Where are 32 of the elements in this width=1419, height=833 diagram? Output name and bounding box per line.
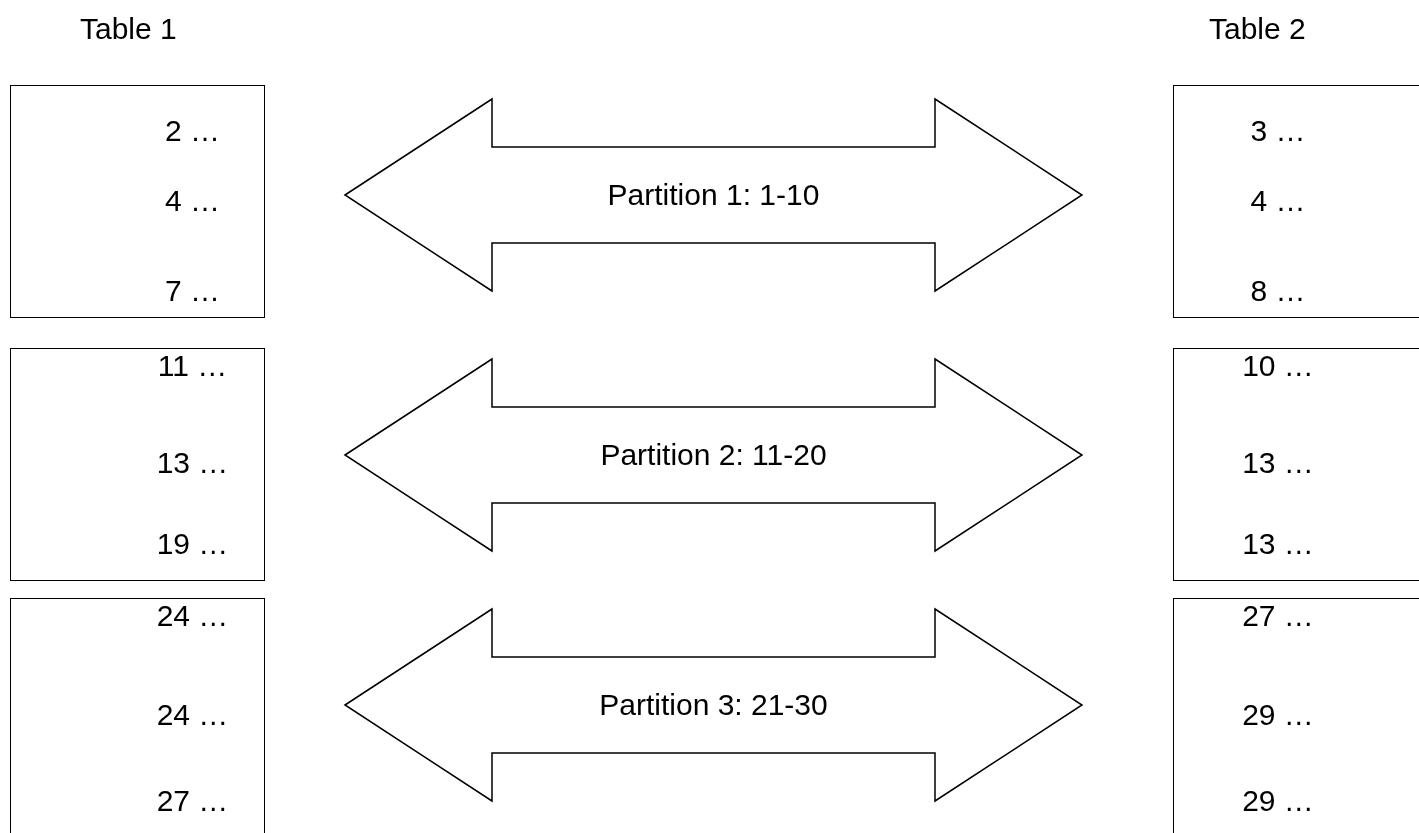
row-key: 11 … bbox=[157, 349, 228, 382]
row-key: 29 … bbox=[1242, 784, 1314, 817]
table-partition-box bbox=[1173, 348, 1419, 581]
row-key: 13 … bbox=[156, 446, 229, 479]
row-key: 29 … bbox=[1242, 698, 1314, 731]
row-key: 8 … bbox=[1250, 274, 1306, 307]
row-key: 4 … bbox=[1250, 184, 1306, 217]
table-partition-box bbox=[10, 348, 265, 581]
row-key: 10 … bbox=[1242, 349, 1314, 382]
table-partition-box bbox=[1173, 598, 1419, 833]
row-key: 4 … bbox=[165, 184, 220, 217]
row-key: 27 … bbox=[156, 784, 229, 817]
row-key: 7 … bbox=[165, 274, 220, 307]
table-partition-box bbox=[1173, 85, 1419, 318]
double-block-arrow bbox=[343, 97, 1084, 293]
row-key: 2 … bbox=[165, 114, 220, 147]
edge-label: Partition 2: 11-20 bbox=[600, 438, 827, 472]
row-key: 13 … bbox=[1242, 446, 1314, 479]
table-partition-box bbox=[10, 598, 265, 833]
edge-label: Partition 1: 1-10 bbox=[607, 178, 820, 212]
row-key: 27 … bbox=[1242, 599, 1314, 632]
table-heading: Table 2 bbox=[1209, 12, 1306, 46]
table-partition-box bbox=[10, 85, 265, 318]
row-key: 24 … bbox=[156, 698, 229, 731]
row-key: 3 … bbox=[1250, 114, 1306, 147]
row-key: 13 … bbox=[1242, 527, 1314, 560]
row-key: 24 … bbox=[156, 599, 229, 632]
double-block-arrow bbox=[343, 357, 1084, 553]
table-heading: Table 1 bbox=[80, 12, 177, 46]
row-key: 19 … bbox=[156, 527, 229, 560]
edge-label: Partition 3: 21-30 bbox=[599, 688, 828, 722]
double-block-arrow bbox=[343, 607, 1084, 803]
